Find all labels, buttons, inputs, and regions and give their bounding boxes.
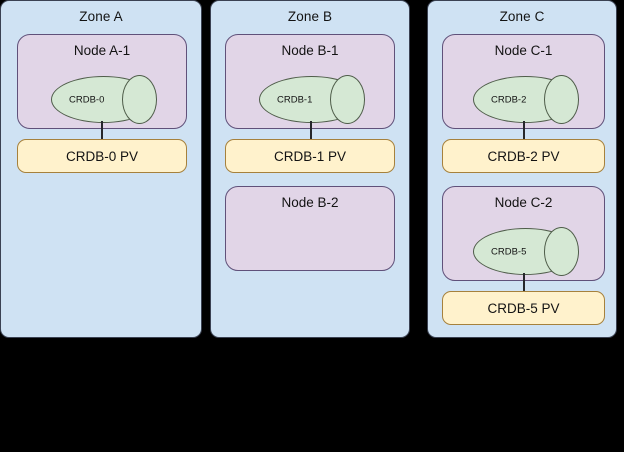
zone-b-panel[interactable]: Zone B Node B-1 CRDB-1 CRDB-1 PV Node B-… xyxy=(210,0,410,338)
database-crdb-1-label: CRDB-1 xyxy=(277,94,313,105)
database-crdb-5[interactable]: CRDB-5 xyxy=(473,226,580,277)
node-b-1-title: Node B-1 xyxy=(281,43,339,58)
node-c-2-box[interactable]: Node C-2 CRDB-5 xyxy=(442,186,605,281)
zone-c-title: Zone C xyxy=(499,9,545,24)
database-crdb-2-label: CRDB-2 xyxy=(491,94,527,105)
cylinder-cap xyxy=(543,74,580,125)
connector-crdb-0-to-pv xyxy=(101,121,103,141)
cylinder-cap xyxy=(121,74,158,125)
volume-crdb-2-pv-box[interactable]: CRDB-2 PV xyxy=(442,139,605,173)
volume-crdb-0-pv-label: CRDB-0 PV xyxy=(65,148,138,164)
volume-crdb-1-pv-box[interactable]: CRDB-1 PV xyxy=(225,139,395,173)
zone-a-title: Zone A xyxy=(79,9,123,24)
volume-crdb-2-pv-label: CRDB-2 PV xyxy=(487,148,560,164)
zone-a-panel[interactable]: Zone A Node A-1 CRDB-0 CRDB-0 PV xyxy=(0,0,202,338)
volume-crdb-5-pv-box[interactable]: CRDB-5 PV xyxy=(442,291,605,325)
connector-crdb-2-to-pv xyxy=(523,121,525,141)
node-c-1-title: Node C-1 xyxy=(494,43,553,58)
database-crdb-5-label: CRDB-5 xyxy=(491,246,527,257)
database-crdb-0-label: CRDB-0 xyxy=(69,94,105,105)
node-b-2-title: Node B-2 xyxy=(281,195,339,210)
node-c-1-box[interactable]: Node C-1 CRDB-2 xyxy=(442,34,605,129)
zone-c-panel[interactable]: Zone C Node C-1 CRDB-2 CRDB-2 PV Node C-… xyxy=(427,0,617,338)
node-b-1-box[interactable]: Node B-1 CRDB-1 xyxy=(225,34,395,129)
node-c-2-title: Node C-2 xyxy=(494,195,553,210)
node-a-1-box[interactable]: Node A-1 CRDB-0 xyxy=(17,34,187,129)
database-crdb-2[interactable]: CRDB-2 xyxy=(473,74,580,125)
zone-b-title: Zone B xyxy=(287,9,333,24)
volume-crdb-1-pv-label: CRDB-1 PV xyxy=(273,148,346,164)
connector-crdb-1-to-pv xyxy=(310,121,312,141)
volume-crdb-5-pv-label: CRDB-5 PV xyxy=(487,300,560,316)
cylinder-cap xyxy=(543,226,580,277)
node-b-2-box[interactable]: Node B-2 xyxy=(225,186,395,271)
node-a-1-title: Node A-1 xyxy=(73,43,131,58)
database-crdb-1[interactable]: CRDB-1 xyxy=(259,74,366,125)
connector-crdb-5-to-pv xyxy=(523,273,525,293)
cylinder-cap xyxy=(329,74,366,125)
volume-crdb-0-pv-box[interactable]: CRDB-0 PV xyxy=(17,139,187,173)
database-crdb-0[interactable]: CRDB-0 xyxy=(51,74,158,125)
